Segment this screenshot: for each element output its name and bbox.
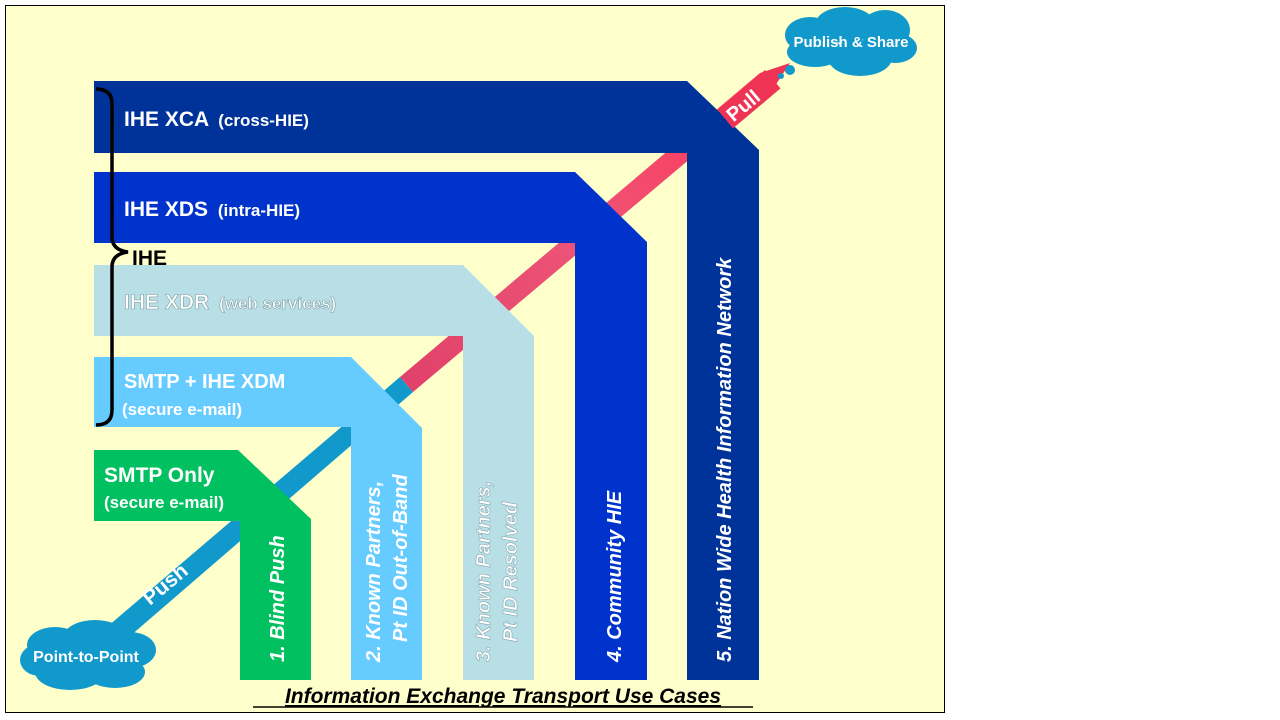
tier-xdm-band [94, 357, 422, 680]
tier-xdm: SMTP + IHE XDM (secure e-mail) 2. Known … [94, 357, 422, 680]
publish-share-cloud: Publish & Share [778, 7, 917, 79]
tier-xds-band [94, 172, 647, 680]
tier-xdr-title: IHE XDR (web services) [124, 291, 336, 314]
pull-arrow-head [760, 63, 790, 89]
tier-xca-title: IHE XCA (cross-HIE) [124, 108, 309, 131]
tier-smtp-only-column-label: 1. Blind Push [267, 535, 289, 662]
tier-smtp-only-title: SMTP Only [104, 464, 215, 487]
tier-xca-band [94, 81, 759, 680]
tier-smtp-only: SMTP Only (secure e-mail) 1. Blind Push [94, 450, 311, 680]
cloud-top-icon [778, 7, 917, 79]
tier-xdm-title: SMTP + IHE XDM [124, 371, 285, 393]
ihe-brace-icon [95, 87, 129, 427]
tier-xca: IHE XCA (cross-HIE) 5. Nation Wide Healt… [94, 81, 759, 680]
tier-xdr-band [94, 265, 534, 680]
pull-label-background [717, 70, 781, 129]
point-to-point-cloud: Point-to-Point [20, 620, 156, 690]
diagram-caption: Information Exchange Transport Use Cases [285, 685, 721, 708]
tier-xds: IHE XDS (intra-HIE) 4. Community HIE [94, 172, 647, 680]
tier-xds-title: IHE XDS (intra-HIE) [124, 198, 300, 221]
tier-xdr-subtitle: (web services) [219, 294, 336, 313]
tier-xdm-subtitle: (secure e-mail) [122, 400, 242, 419]
tier-smtp-only-band [94, 450, 311, 680]
tier-xca-subtitle: (cross-HIE) [218, 111, 309, 130]
tier-xds-subtitle: (intra-HIE) [218, 201, 300, 220]
ihe-brace-label: IHE [132, 247, 167, 270]
ihe-brace: IHE [95, 87, 167, 427]
tier-xds-column-label: 4. Community HIE [604, 490, 626, 663]
tier-xdm-column-label: 2. Known Partners, Pt ID Out-of-Band [363, 473, 412, 663]
cloud-bottom-icon [20, 620, 156, 690]
cloud-top-label: Publish & Share [793, 34, 908, 51]
cloud-bottom-label: Point-to-Point [33, 649, 139, 666]
tier-xca-column-label: 5. Nation Wide Health Information Networ… [714, 257, 736, 662]
tier-smtp-only-subtitle: (secure e-mail) [104, 493, 224, 512]
tier-xdr: IHE XDR (web services) 3. Known Partners… [94, 265, 534, 680]
tier-xdr-column-label: 3. Known Partners, Pt ID Resolved [473, 475, 522, 662]
